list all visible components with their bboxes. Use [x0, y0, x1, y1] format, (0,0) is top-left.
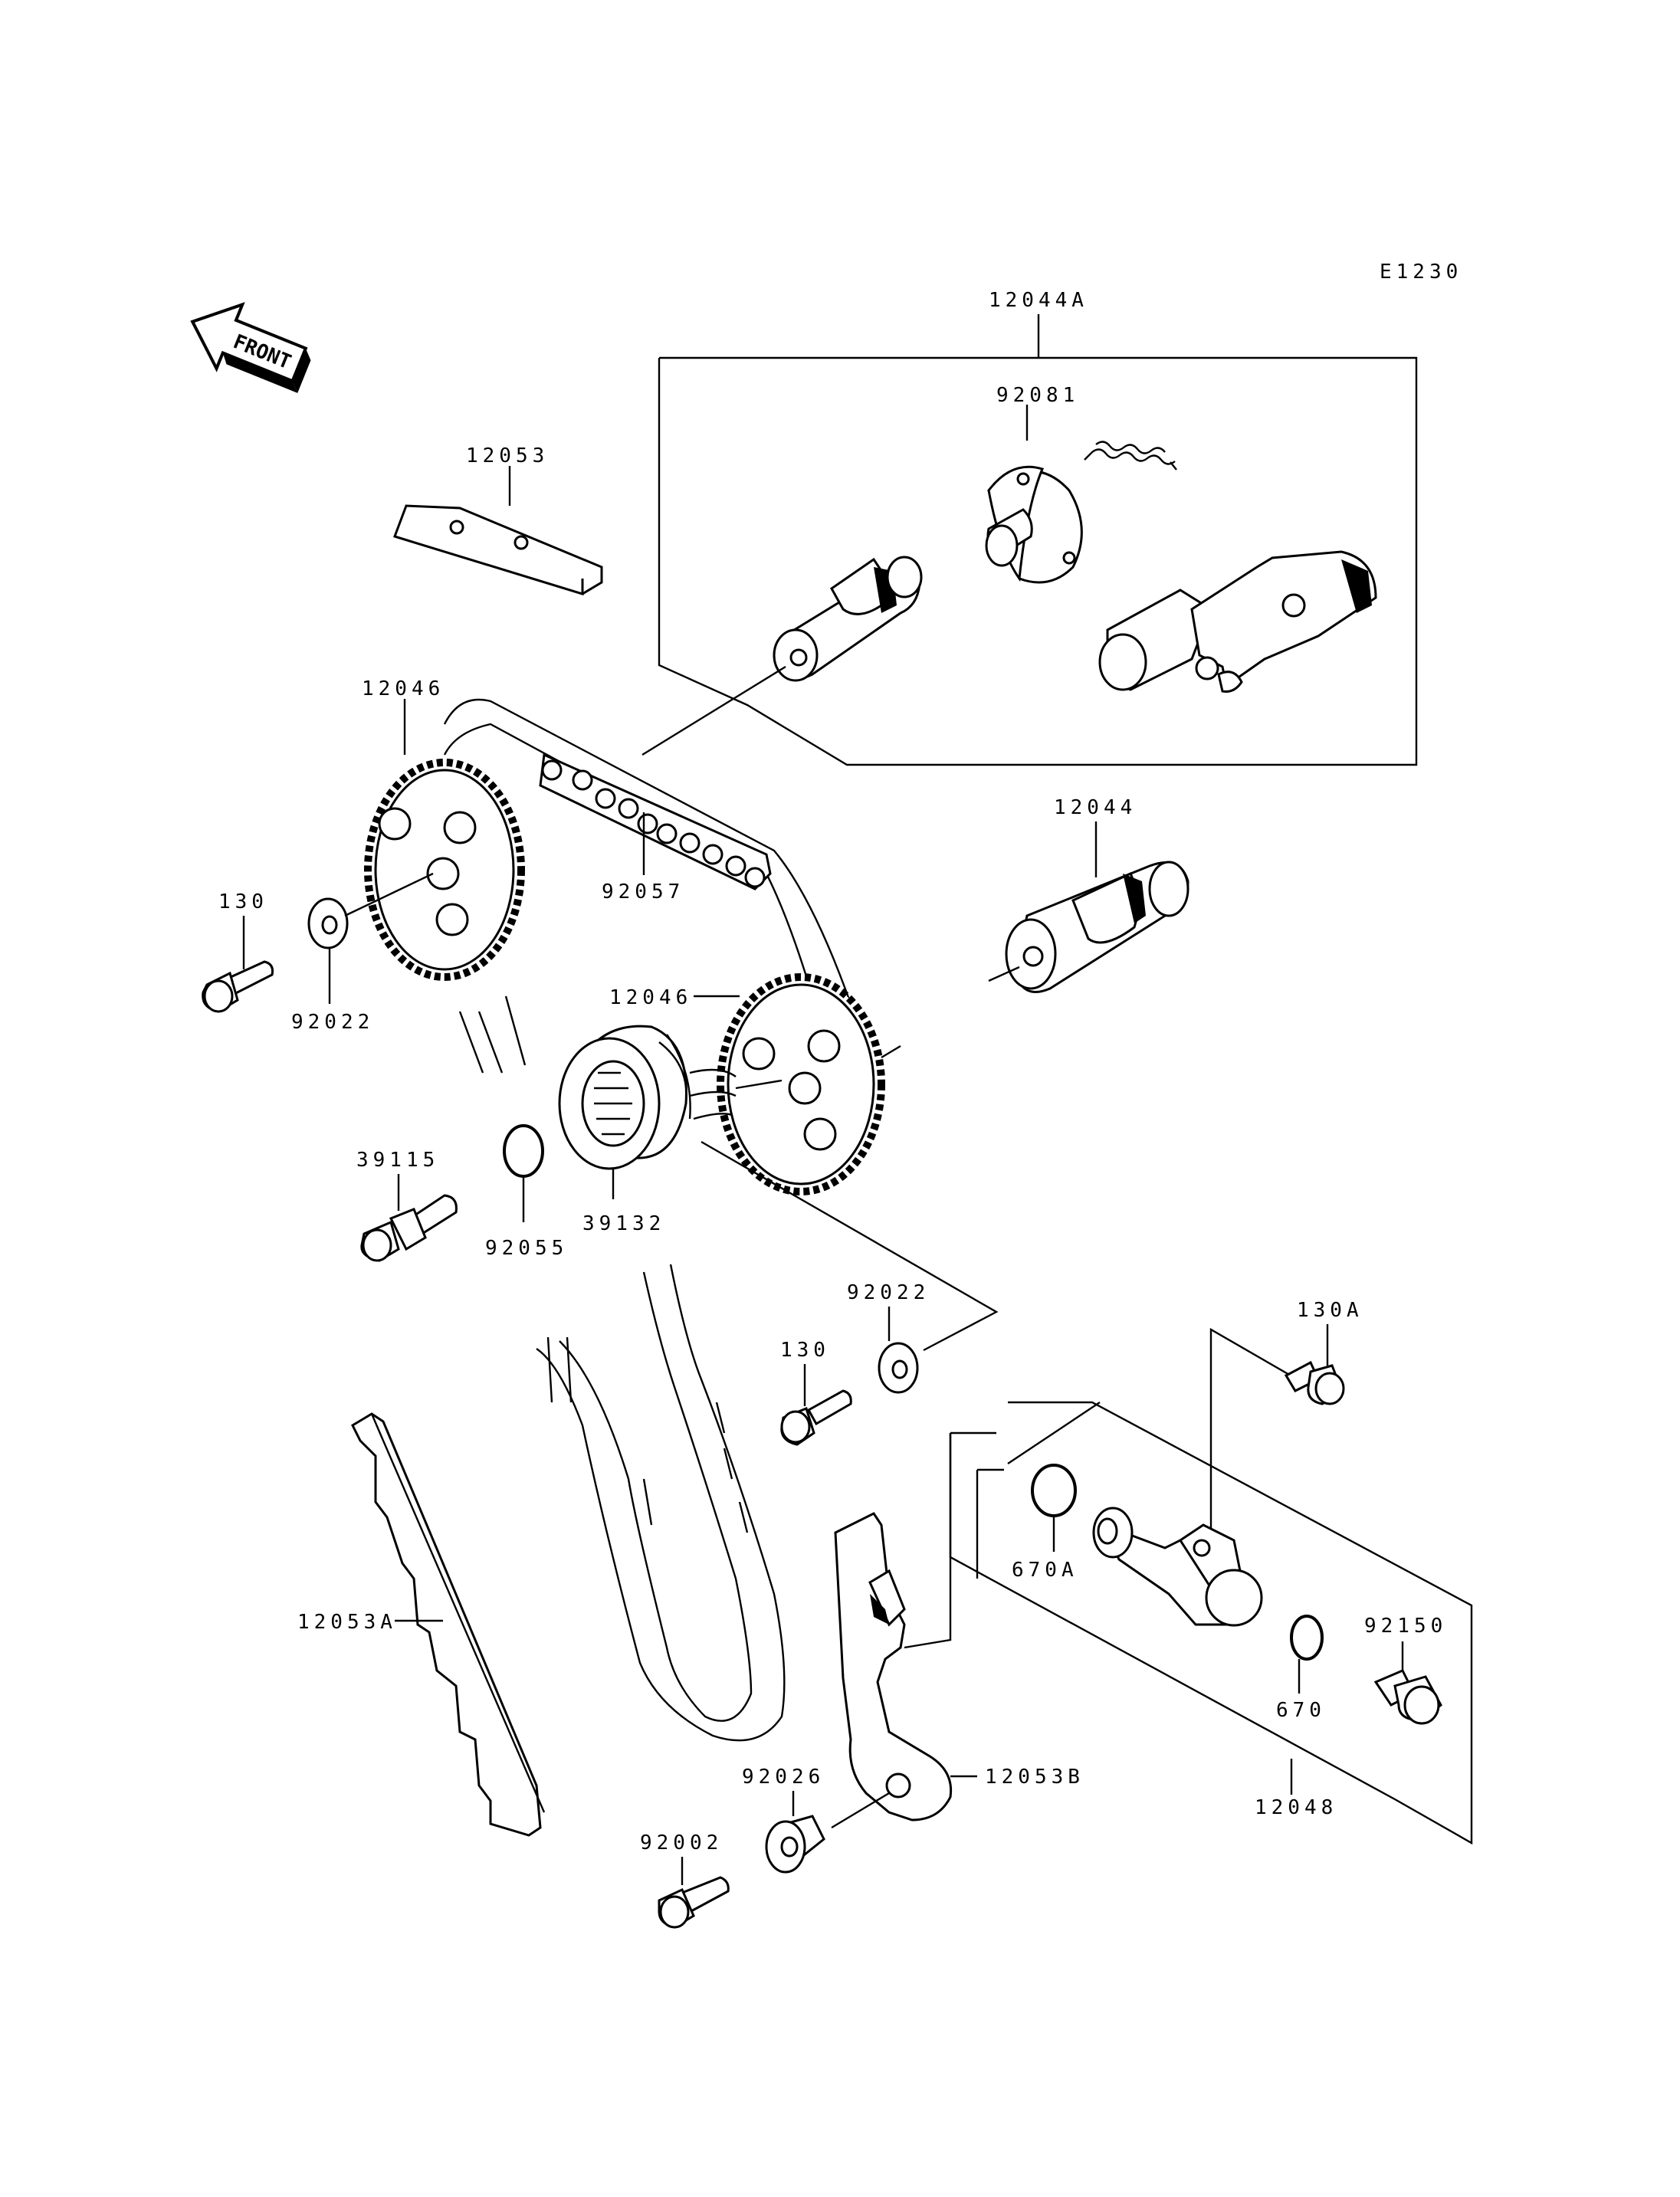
camshaft-assembly-box: 12044A [658, 289, 1418, 766]
label-12046-upper: 12046 [362, 677, 445, 700]
label-130-mid: 130 [780, 1339, 830, 1362]
camshaft-intake [773, 556, 923, 682]
label-92002: 92002 [640, 1831, 723, 1854]
tensioner-assembly-box: 12048 [904, 1401, 1473, 1845]
chain-guide-12053: 12053 [393, 444, 603, 596]
label-670A: 670A [1012, 1559, 1078, 1582]
label-92022-left: 92022 [291, 1011, 374, 1034]
label-92055: 92055 [485, 1237, 568, 1260]
label-12048: 12048 [1255, 1796, 1337, 1819]
label-12044A: 12044A [989, 289, 1088, 312]
rocker-arm [1098, 550, 1377, 693]
leader-line [641, 665, 786, 756]
o-ring-670A: 670A [1012, 1464, 1078, 1582]
front-arrow-icon: FRONT [190, 302, 311, 393]
label-39115: 39115 [356, 1149, 439, 1172]
chain-tensioner [1092, 1507, 1263, 1627]
label-92081: 92081 [996, 384, 1079, 407]
label-92026: 92026 [742, 1766, 825, 1789]
washer-92022-right: 92022 [701, 1140, 999, 1394]
label-130-left: 130 [218, 890, 268, 913]
bolt-130-mid: 130 [780, 1339, 852, 1446]
label-12044: 12044 [1054, 796, 1137, 819]
bolt-130-left: 130 [202, 890, 274, 1013]
chain-guide-12053A: 12053A [297, 1412, 546, 1837]
diagram-code: E1230 [1380, 261, 1462, 284]
washer-92022-left: 92022 [291, 872, 434, 1034]
chain-links-92057: 92057 [539, 753, 772, 903]
crank-sprocket-39132: 39132 [558, 1025, 783, 1235]
label-130A: 130A [1297, 1299, 1363, 1322]
bolt-92002: 92002 [640, 1831, 730, 1929]
o-ring-670: 670 [1276, 1615, 1326, 1722]
chain-guide-12053B: 12053B [831, 1512, 1084, 1829]
camshaft-exhaust: 12044 [988, 796, 1189, 993]
decompressor-cam [985, 465, 1083, 584]
label-12046-lower: 12046 [609, 986, 692, 1009]
bolt-39115: 39115 [356, 1149, 458, 1262]
label-670: 670 [1276, 1699, 1326, 1722]
label-92022-right: 92022 [847, 1281, 930, 1304]
label-12053A: 12053A [297, 1611, 397, 1634]
spring-92081: 92081 [996, 384, 1177, 471]
label-12053: 12053 [466, 444, 549, 467]
collar-92026: 92026 [742, 1766, 825, 1874]
bolt-130A: 130A [1209, 1299, 1363, 1536]
label-39132: 39132 [582, 1212, 665, 1235]
label-12053B: 12053B [985, 1766, 1084, 1789]
label-92150: 92150 [1364, 1615, 1447, 1638]
o-ring-92055: 92055 [485, 1124, 568, 1260]
cam-sprocket-lower: 12046 [609, 973, 901, 1195]
bolt-92150: 92150 [1364, 1615, 1447, 1725]
label-92057: 92057 [602, 880, 684, 903]
cam-sprocket-upper: 12046 [362, 677, 525, 981]
